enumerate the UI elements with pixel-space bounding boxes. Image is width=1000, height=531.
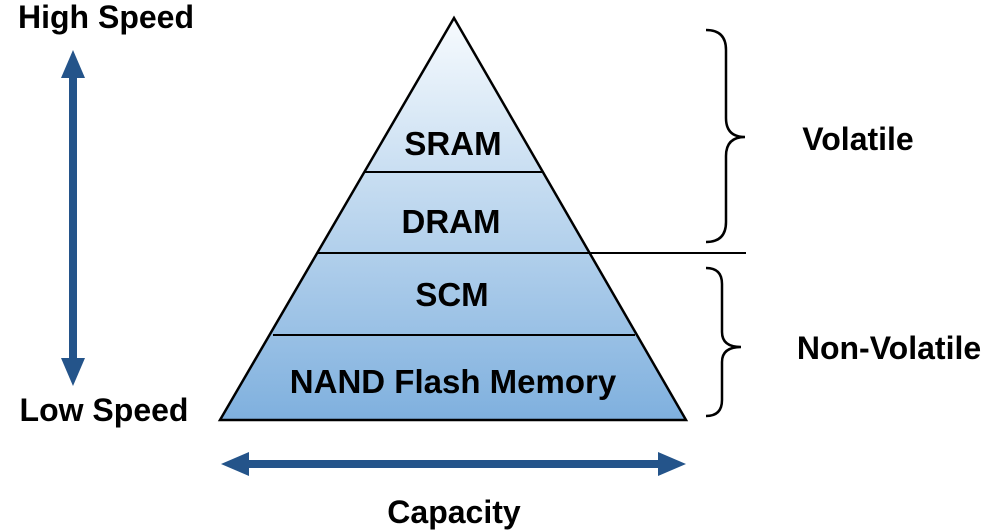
speed-arrow: [61, 50, 85, 386]
volatile-brace: [705, 28, 746, 244]
capacity-arrow: [221, 452, 686, 476]
tier-label-scm: SCM: [415, 276, 488, 313]
high-speed-label: High Speed: [18, 0, 194, 35]
tier-label-nand: NAND Flash Memory: [290, 363, 617, 400]
non-volatile-brace: [705, 266, 742, 418]
tier-label-dram: DRAM: [402, 203, 501, 240]
tier-label-sram: SRAM: [404, 125, 501, 162]
low-speed-label: Low Speed: [20, 392, 189, 428]
pyramid-body: [217, 15, 689, 422]
capacity-label: Capacity: [387, 494, 521, 530]
volatile-label: Volatile: [802, 121, 913, 157]
non-volatile-label: Non-Volatile: [797, 330, 981, 366]
memory-pyramid: SRAM DRAM SCM NAND Flash Memory: [217, 15, 746, 422]
